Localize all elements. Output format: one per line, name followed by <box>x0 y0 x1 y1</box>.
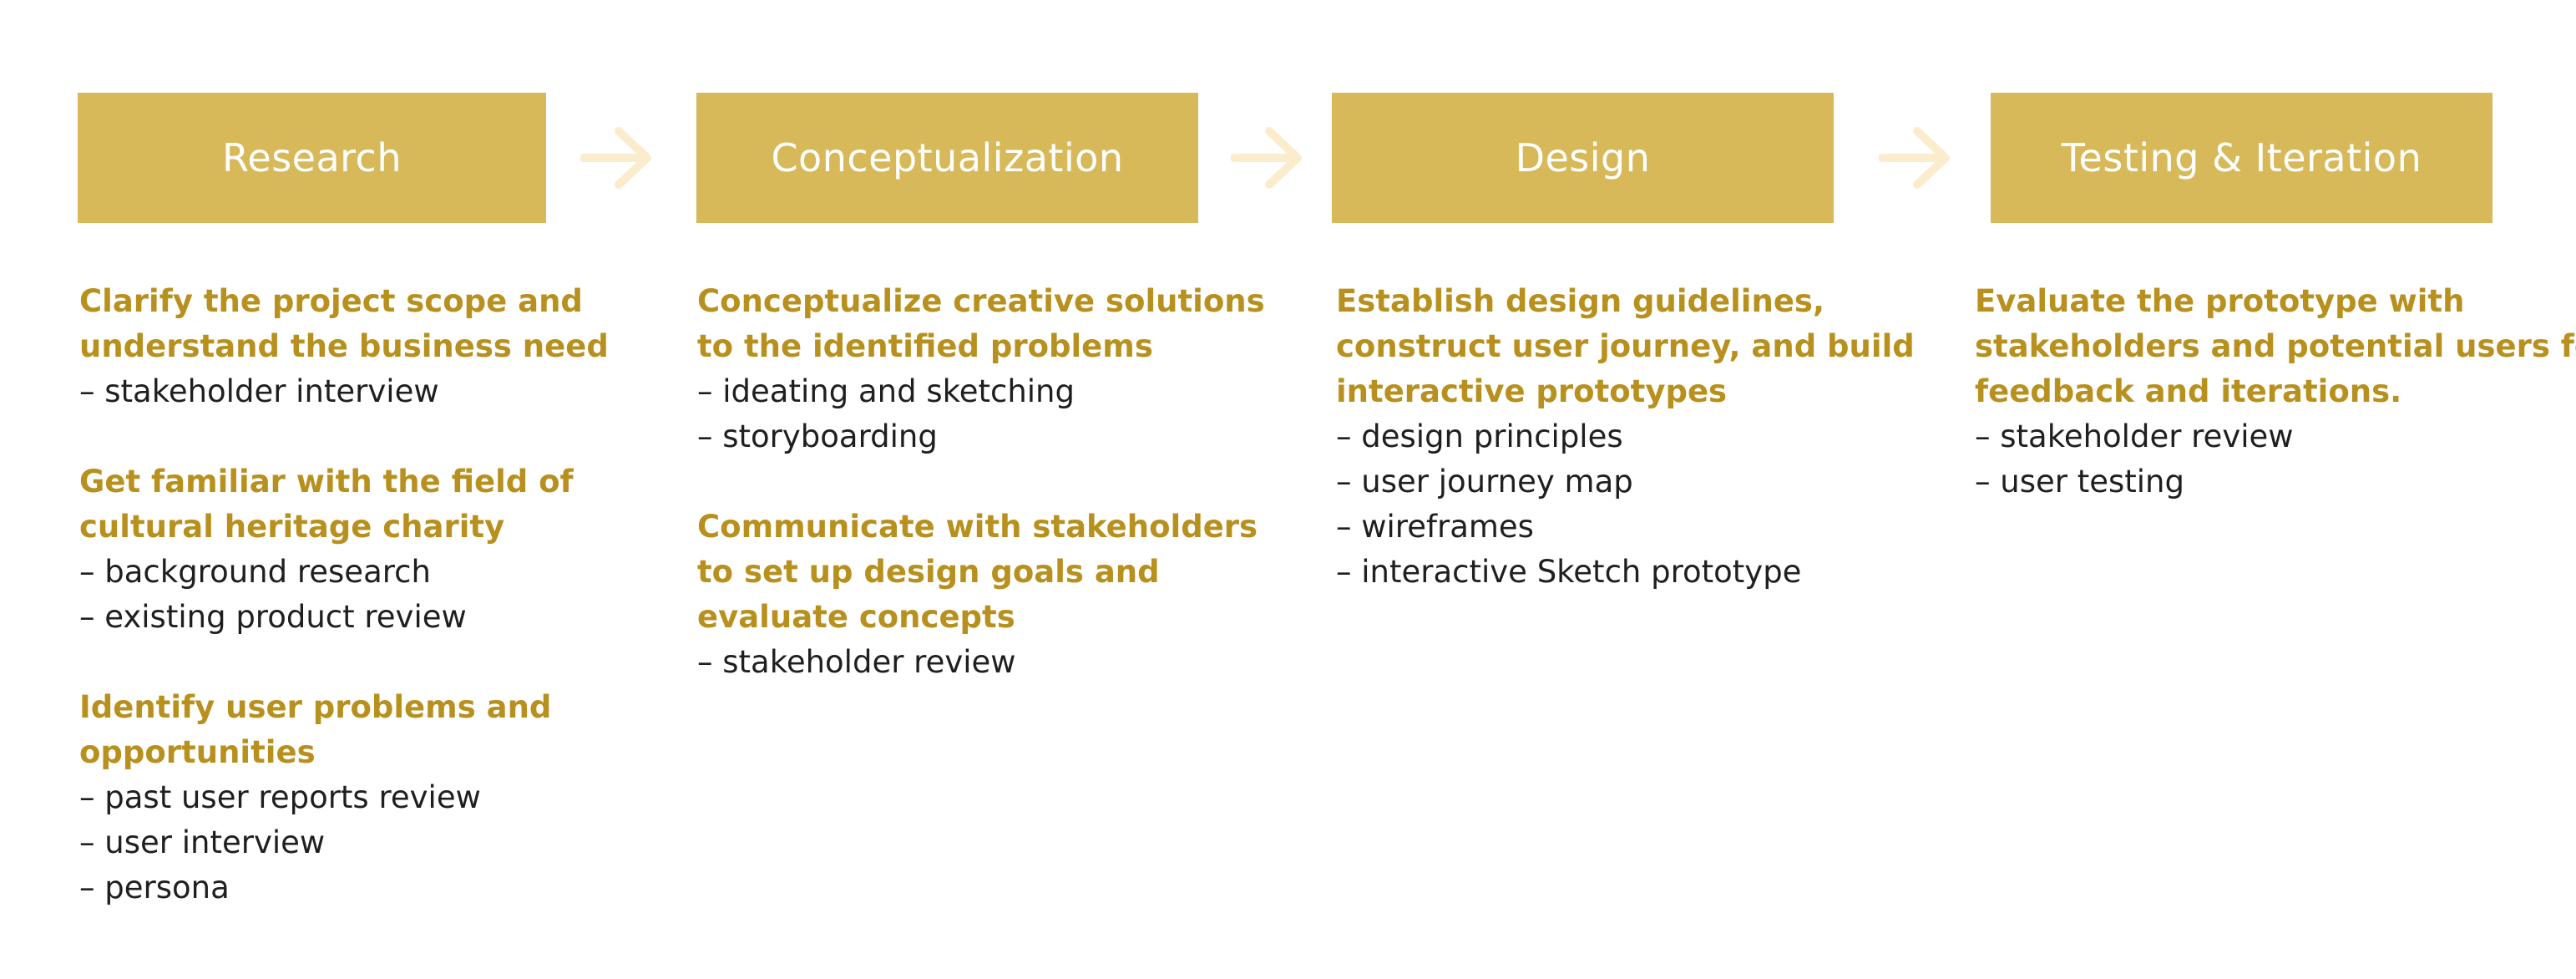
stage-details-research: Clarify the project scope and understand… <box>79 279 609 911</box>
step-heading: to the identified problems <box>697 328 1153 364</box>
stage-details-design: Establish design guidelines, construct u… <box>1336 279 1915 595</box>
stage-header-conceptualization: Conceptualization <box>696 93 1198 223</box>
step-group: Clarify the project scope and understand… <box>79 279 609 414</box>
method-item: – stakeholder review <box>697 644 1016 680</box>
step-heading: Evaluate the prototype with <box>1975 283 2465 319</box>
step-heading: opportunities <box>79 734 316 770</box>
method-item: – persona <box>79 870 230 905</box>
step-heading: understand the business need <box>79 328 609 364</box>
step-heading: Conceptualize creative solutions <box>697 283 1265 319</box>
method-item: – past user reports review <box>79 779 481 815</box>
method-item: – design principles <box>1336 418 1623 454</box>
step-heading: interactive prototypes <box>1336 373 1728 409</box>
step-heading: evaluate concepts <box>697 599 1015 635</box>
method-item: – interactive Sketch prototype <box>1336 554 1802 590</box>
step-group: Communicate with stakeholders to set up … <box>697 505 1265 685</box>
method-item: – storyboarding <box>697 418 938 454</box>
step-heading: Establish design guidelines, <box>1336 283 1825 319</box>
step-group: Identify user problems and opportunities… <box>79 685 609 911</box>
method-item: – background research <box>79 554 431 590</box>
arrow-right-icon <box>580 127 651 189</box>
method-item: – stakeholder review <box>1975 418 2294 454</box>
step-heading: to set up design goals and <box>697 554 1160 590</box>
step-group: Evaluate the prototype with stakeholders… <box>1975 279 2576 505</box>
arrow-right-icon <box>1879 127 1950 189</box>
step-heading: construct user journey, and build <box>1336 328 1915 364</box>
step-group: Establish design guidelines, construct u… <box>1336 279 1915 595</box>
method-item: – stakeholder interview <box>79 373 439 409</box>
step-heading: feedback and iterations. <box>1975 373 2402 409</box>
method-item: – wireframes <box>1336 509 1534 545</box>
step-heading: Clarify the project scope and <box>79 283 583 319</box>
stage-details-conceptualization: Conceptualize creative solutions to the … <box>697 279 1265 685</box>
stage-header-testing-iteration: Testing & Iteration <box>1991 93 2492 223</box>
step-heading: stakeholders and potential users for <box>1975 328 2576 364</box>
method-item: – user journey map <box>1336 464 1633 500</box>
step-heading: Identify user problems and <box>79 689 552 725</box>
method-item: – user testing <box>1975 464 2184 500</box>
step-heading: Get familiar with the field of <box>79 464 574 500</box>
method-item: – existing product review <box>79 599 467 635</box>
method-item: – user interview <box>79 824 326 860</box>
arrow-right-icon <box>1231 127 1302 189</box>
stage-details-testing-iteration: Evaluate the prototype with stakeholders… <box>1975 279 2576 505</box>
step-group: Get familiar with the field of cultural … <box>79 459 609 640</box>
step-group: Conceptualize creative solutions to the … <box>697 279 1265 459</box>
method-item: – ideating and sketching <box>697 373 1075 409</box>
step-heading: Communicate with stakeholders <box>697 509 1258 545</box>
stage-header-design: Design <box>1332 93 1834 223</box>
stage-header-research: Research <box>78 93 546 223</box>
step-heading: cultural heritage charity <box>79 509 505 545</box>
